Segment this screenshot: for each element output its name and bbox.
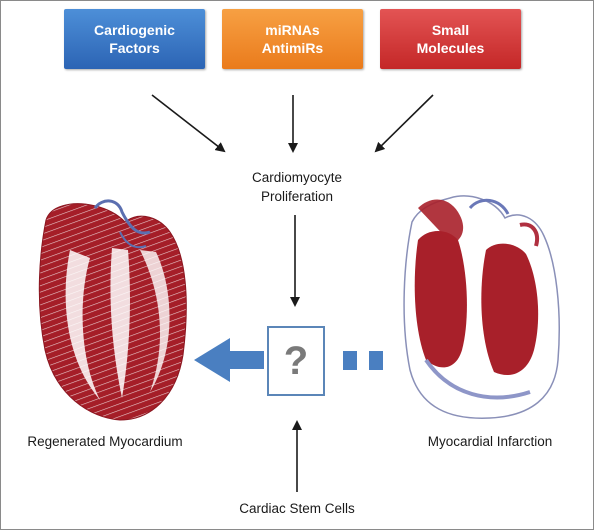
mirnas-antimirs-label: miRNAs AntimiRs [261, 22, 324, 56]
cardiac-stem-cells-label: Cardiac Stem Cells [239, 501, 355, 516]
question-mark: ? [283, 338, 309, 383]
infarcted-heart-image [403, 195, 560, 419]
cardiomyocyte-proliferation-label: Cardiomyocyte Proliferation [251, 170, 343, 204]
dashed-arrow-segment [369, 351, 383, 370]
mirnas-antimirs-box: miRNAs AntimiRs [222, 9, 363, 69]
arrow-cardiogenic-to-proliferation [151, 94, 226, 153]
myocardial-infarction-label: Myocardial Infarction [427, 434, 553, 449]
dashed-arrow-segment [343, 351, 357, 370]
small-molecules-label: Small Molecules [416, 22, 485, 56]
unknown-mechanism-box: ? [267, 326, 325, 396]
regenerated-heart-image [38, 199, 187, 421]
cardiogenic-factors-label: Cardiogenic Factors [94, 22, 175, 56]
cardiogenic-factors-box: Cardiogenic Factors [64, 9, 205, 69]
arrow-small-to-proliferation [374, 94, 434, 153]
regenerated-myocardium-label: Regenerated Myocardium [27, 434, 183, 449]
regeneration-arrow [194, 338, 264, 382]
small-molecules-box: Small Molecules [380, 9, 521, 69]
